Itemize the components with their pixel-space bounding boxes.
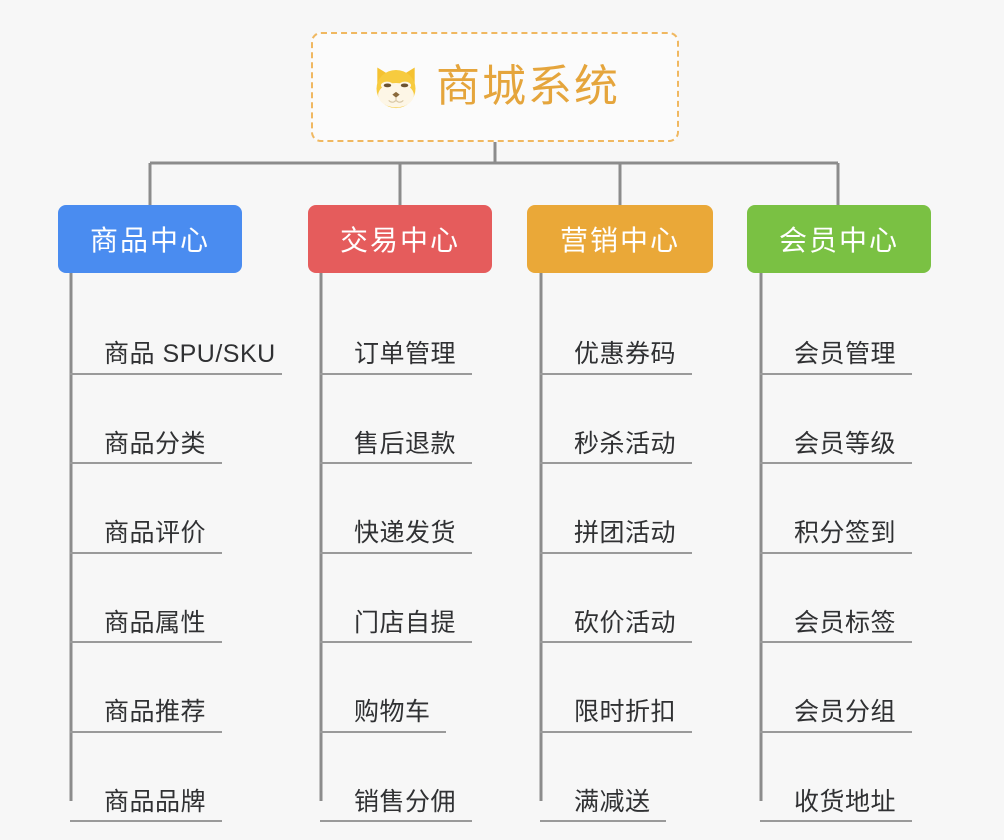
leaf-column-trade-center: 订单管理 售后退款 快递发货 门店自提 购物车 销售分佣 [320,285,472,822]
leaf-item[interactable]: 砍价活动 [540,554,692,643]
leaf-label: 商品推荐 [104,698,207,726]
leaf-underline [320,641,472,643]
leaf-label: 商品 SPU/SKU [104,340,276,368]
leaf-label: 会员管理 [794,340,897,368]
leaf-label: 收货地址 [794,787,897,816]
leaf-item[interactable]: 拼团活动 [540,464,692,554]
leaf-label: 购物车 [354,698,431,726]
leaf-item[interactable]: 满减送 [540,733,676,822]
leaf-item[interactable]: 商品分类 [70,375,276,464]
leaf-label: 售后退款 [354,429,457,458]
leaf-underline [540,641,692,643]
leaf-underline [320,820,472,822]
leaf-item[interactable]: 商品属性 [70,554,276,643]
leaf-label: 商品评价 [104,519,207,547]
leaf-item[interactable]: 售后退款 [320,375,472,464]
leaf-item[interactable]: 销售分佣 [320,733,472,822]
leaf-label: 商品分类 [104,429,207,458]
leaf-item[interactable]: 会员等级 [760,375,912,464]
leaf-item[interactable]: 商品品牌 [70,733,276,822]
leaf-item[interactable]: 优惠券码 [540,285,692,375]
leaf-label: 优惠券码 [574,340,677,368]
leaf-column-member-center: 会员管理 会员等级 积分签到 会员标签 会员分组 收货地址 [760,285,912,822]
leaf-label: 积分签到 [794,519,897,547]
leaf-underline [70,551,222,554]
leaf-underline [540,730,692,733]
leaf-underline [70,730,222,733]
branch-head-label: 营销中心 [559,225,680,256]
leaf-underline [70,820,222,822]
leaf-label: 拼团活动 [574,519,677,547]
leaf-underline [540,462,692,464]
leaf-item[interactable]: 会员标签 [760,554,912,643]
leaf-item[interactable]: 订单管理 [320,285,472,375]
branch-head-member-center[interactable]: 会员中心 [747,205,931,273]
leaf-item[interactable]: 商品推荐 [70,643,276,733]
leaf-label: 销售分佣 [354,787,457,816]
leaf-underline [760,641,912,643]
leaf-underline [540,820,666,822]
leaf-item[interactable]: 会员管理 [760,285,912,375]
leaf-column-marketing-center: 优惠券码 秒杀活动 拼团活动 砍价活动 限时折扣 满减送 [540,285,692,822]
leaf-item[interactable]: 门店自提 [320,554,472,643]
leaf-underline [540,372,692,375]
leaf-item[interactable]: 积分签到 [760,464,912,554]
leaf-underline [70,372,282,375]
leaf-label: 商品属性 [104,608,207,637]
branch-head-label: 商品中心 [89,225,210,256]
root-title: 商城系统 [436,62,620,111]
leaf-item[interactable]: 购物车 [320,643,456,733]
leaf-label: 限时折扣 [574,698,677,726]
branch-head-product-center[interactable]: 商品中心 [58,205,242,273]
branch-head-trade-center[interactable]: 交易中心 [308,205,492,273]
leaf-label: 订单管理 [354,340,457,368]
branch-head-marketing-center[interactable]: 营销中心 [527,205,713,273]
leaf-underline [760,730,912,733]
leaf-label: 会员分组 [794,698,897,726]
dog-face-icon [376,67,416,109]
leaf-item[interactable]: 收货地址 [760,733,912,822]
leaf-item[interactable]: 会员分组 [760,643,912,733]
leaf-underline [540,551,692,554]
branch-head-label: 会员中心 [778,225,899,256]
leaf-item[interactable]: 快递发货 [320,464,472,554]
leaf-underline [760,551,912,554]
leaf-column-product-center: 商品 SPU/SKU 商品分类 商品评价 商品属性 商品推荐 商品品牌 [70,285,282,822]
leaf-label: 满减送 [574,787,651,816]
leaf-item[interactable]: 限时折扣 [540,643,692,733]
leaf-label: 砍价活动 [574,608,677,637]
leaf-item[interactable]: 商品评价 [70,464,276,554]
leaf-underline [70,462,222,464]
leaf-label: 会员标签 [794,608,897,637]
root-node[interactable]: 商城系统 [311,32,679,142]
leaf-underline [320,551,472,554]
leaf-label: 门店自提 [354,608,457,637]
leaf-underline [760,372,912,375]
leaf-underline [70,641,222,643]
leaf-label: 商品品牌 [104,787,207,816]
leaf-underline [760,462,912,464]
leaf-label: 会员等级 [794,429,897,458]
leaf-label: 秒杀活动 [574,429,677,458]
leaf-underline [760,820,912,822]
leaf-underline [320,462,472,464]
leaf-label: 快递发货 [354,519,457,547]
leaf-item[interactable]: 商品 SPU/SKU [70,285,282,375]
leaf-underline [320,730,446,733]
leaf-underline [320,372,472,375]
branch-head-label: 交易中心 [339,225,460,256]
leaf-item[interactable]: 秒杀活动 [540,375,692,464]
